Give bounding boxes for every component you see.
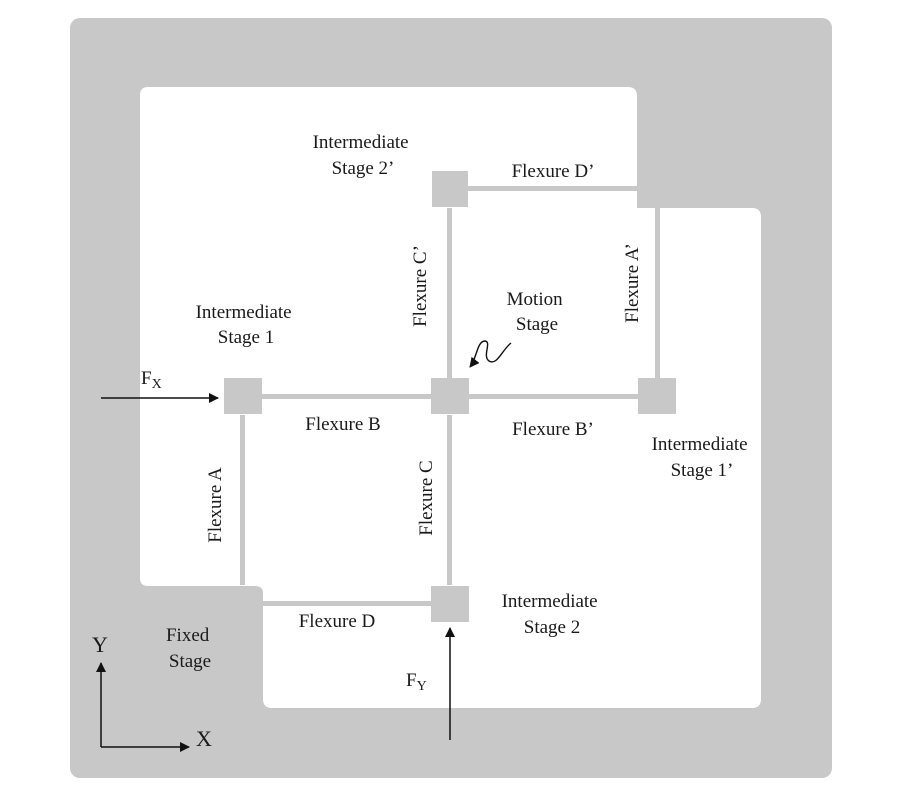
intermediate-stage-1-block — [224, 378, 262, 414]
y-axis-label: Y — [92, 632, 108, 657]
flexure-b-prime — [469, 394, 639, 399]
flexure-c-prime — [447, 208, 452, 378]
x-axis-label: X — [196, 726, 212, 751]
intermediate-stage-2-label: Intermediate Stage 2 — [502, 591, 603, 638]
motion-stage-block — [431, 378, 469, 414]
intermediate-stage-1-prime-block — [638, 378, 676, 414]
flexure-b-prime-label: Flexure B’ — [512, 419, 594, 440]
motion-stage-pointer — [469, 340, 512, 368]
flexure-a-prime — [655, 208, 660, 378]
motion-stage-label: Motion Stage — [507, 289, 568, 335]
flexure-a — [240, 415, 245, 585]
intermediate-stage-1-label: Intermediate Stage 1 — [196, 302, 297, 348]
flexure-c-prime-label: Flexure C’ — [410, 245, 431, 327]
flexure-d-prime-label: Flexure D’ — [512, 161, 595, 182]
flexure-a-label: Flexure A — [205, 467, 226, 543]
flexure-d-label: Flexure D — [299, 611, 376, 632]
intermediate-stage-2-prime-block — [432, 171, 468, 207]
flexure-d — [262, 601, 432, 606]
force-y-label: FY — [406, 670, 427, 694]
intermediate-stage-2-prime-label: Intermediate Stage 2’ — [313, 132, 414, 179]
flexure-a-prime-label: Flexure A’ — [622, 243, 643, 323]
fixed-stage-label: Fixed Stage — [166, 625, 214, 672]
flexure-b-label: Flexure B — [305, 414, 380, 435]
intermediate-stage-1-prime-label: Intermediate Stage 1’ — [652, 434, 753, 481]
flexure-c — [447, 415, 452, 585]
flexure-c-label: Flexure C — [416, 460, 437, 535]
flexure-d-prime — [468, 186, 638, 191]
intermediate-stage-2-block — [431, 586, 469, 622]
flexure-b — [262, 394, 432, 399]
force-x-label: FX — [141, 368, 162, 392]
